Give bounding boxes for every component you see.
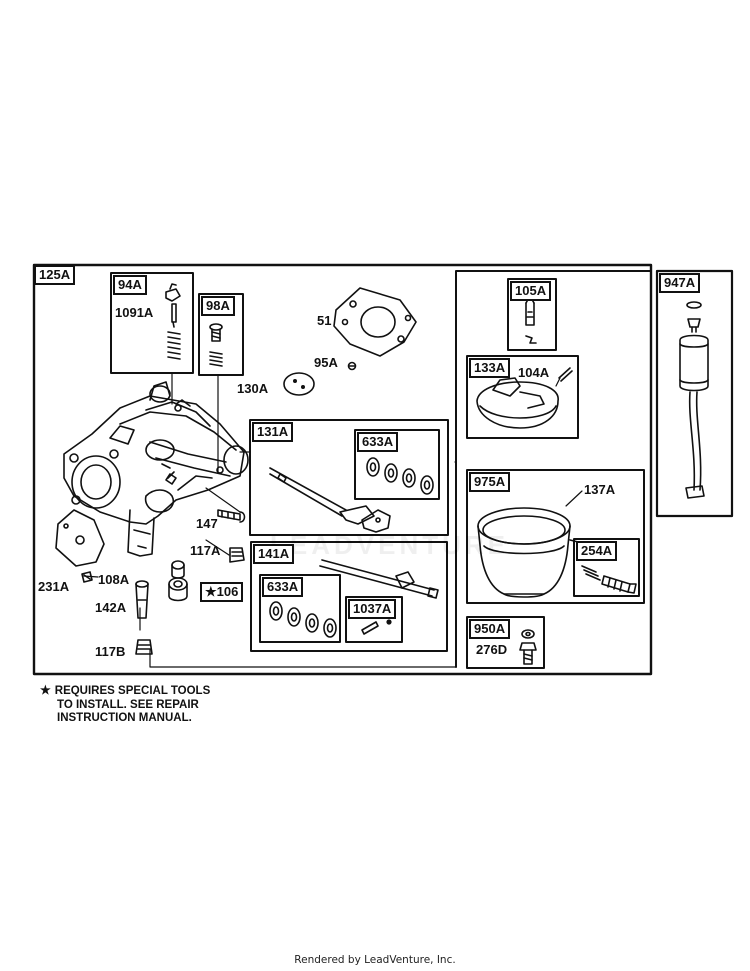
label-633A-lower[interactable]: 633A	[262, 577, 304, 597]
note-line-1: REQUIRES SPECIAL TOOLS	[54, 685, 211, 697]
box-131A	[249, 419, 449, 536]
box-98A	[198, 293, 244, 376]
box-633A-upper	[354, 429, 440, 500]
label-133A[interactable]: 133A	[469, 358, 511, 378]
special-tools-note: ★REQUIRES SPECIAL TOOLS TO INSTALL. SEE …	[40, 683, 211, 726]
label-142A[interactable]: 142A	[95, 600, 127, 615]
part-117B-jet	[135, 639, 153, 655]
part-633A-seals-lower	[269, 601, 337, 638]
label-947A[interactable]: 947A	[659, 273, 701, 293]
part-carburetor-body	[63, 381, 249, 557]
part-133A-float	[476, 377, 559, 429]
box-94A	[110, 272, 194, 374]
box-254A	[573, 538, 640, 597]
footer-credit: Rendered by LeadVenture, Inc.	[294, 954, 456, 966]
label-94A[interactable]: 94A	[113, 275, 147, 295]
leader-137A	[565, 490, 583, 507]
part-117A-jet	[229, 547, 245, 563]
part-130A-plate	[283, 372, 315, 396]
part-105A-needle	[525, 295, 537, 344]
note-line-3: INSTRUCTION MANUAL.	[57, 712, 192, 724]
part-142A-tube	[135, 580, 149, 619]
label-95A[interactable]: 95A	[314, 355, 338, 370]
label-131A[interactable]: 131A	[252, 422, 294, 442]
leader-lines	[83, 372, 457, 668]
part-947A-solenoid	[679, 301, 709, 499]
label-633A-upper[interactable]: 633A	[357, 432, 399, 452]
frame-125A	[32, 263, 653, 676]
label-1091A[interactable]: 1091A	[115, 305, 154, 320]
part-254A-screw	[581, 565, 637, 594]
label-106[interactable]: ★106	[200, 582, 244, 602]
label-117B[interactable]: 117B	[95, 644, 126, 659]
leader-104A	[555, 377, 561, 387]
part-1091A-needle	[165, 283, 181, 360]
label-130A[interactable]: 130A	[237, 381, 269, 396]
part-633A-seals-upper	[366, 457, 434, 495]
frame-105A-lines	[455, 270, 652, 668]
part-141A-shaft	[319, 559, 439, 599]
part-1037A-spring	[361, 619, 392, 635]
part-231A-screw	[81, 571, 93, 583]
part-98A-screw	[209, 323, 223, 367]
box-975A	[466, 469, 645, 604]
part-137A-bowl	[477, 507, 579, 598]
label-141A[interactable]: 141A	[253, 544, 295, 564]
label-104A[interactable]: 104A	[518, 365, 550, 380]
part-108A-jet	[171, 560, 185, 579]
box-105A	[507, 278, 557, 351]
box-1037A	[345, 596, 403, 643]
star-icon: ★	[40, 683, 51, 697]
watermark: LEADVENTURE	[270, 530, 510, 560]
part-276D-bolt	[519, 642, 537, 665]
note-line-2: TO INSTALL. SEE REPAIR	[57, 698, 199, 711]
label-254A[interactable]: 254A	[576, 541, 618, 561]
label-147[interactable]: 147	[196, 516, 218, 531]
label-950A[interactable]: 950A	[469, 619, 511, 639]
label-231A[interactable]: 231A	[38, 579, 70, 594]
box-633A-lower	[259, 574, 341, 643]
box-133A	[466, 355, 579, 439]
part-231A-diaphragm	[55, 509, 105, 567]
label-975A[interactable]: 975A	[469, 472, 511, 492]
part-51-gasket	[333, 287, 417, 357]
part-131A-shaft	[269, 467, 391, 533]
label-98A[interactable]: 98A	[201, 296, 235, 316]
label-1037A[interactable]: 1037A	[348, 599, 397, 619]
part-106-bushing	[168, 577, 188, 602]
star-icon: ★	[205, 584, 217, 599]
part-104A-pin	[558, 367, 573, 382]
label-51[interactable]: 51	[317, 313, 332, 328]
frame-947A	[655, 269, 734, 518]
label-125A[interactable]: 125A	[34, 265, 76, 285]
label-117A[interactable]: 117A	[190, 543, 221, 558]
label-108A[interactable]: 108A	[98, 572, 130, 587]
label-137A[interactable]: 137A	[584, 482, 616, 497]
label-105A[interactable]: 105A	[510, 281, 552, 301]
label-276D[interactable]: 276D	[476, 642, 508, 657]
box-950A	[466, 616, 545, 669]
part-95A-screw	[347, 361, 357, 371]
label-106-text: 106	[216, 584, 239, 599]
part-950A-washer	[521, 629, 535, 639]
box-141A	[250, 541, 448, 652]
part-147-screw	[217, 509, 246, 523]
